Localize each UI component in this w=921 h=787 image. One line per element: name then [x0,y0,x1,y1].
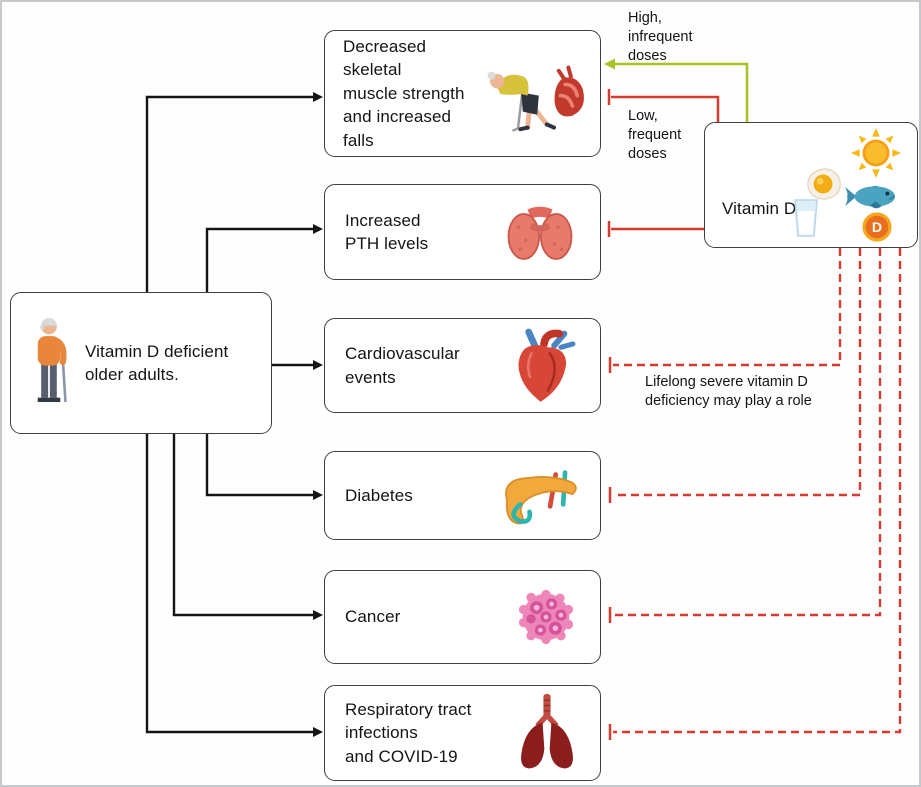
pill-letter: D [872,219,882,235]
source-box-vitamin-d-deficient-adults: Vitamin D deficient older adults. [10,292,272,434]
outcome-label: Cancer [345,607,401,627]
outcome-box-diabetes: Diabetes [324,451,601,540]
outcome-box-respiratory-infections-covid19: Respiratory tract infections and COVID-1… [324,685,601,781]
black-connectors [145,95,313,734]
lifelong-deficiency-note: Lifelong severe vitamin D deficiency may… [645,374,812,410]
vitamin-d-box: Vitamin D [704,122,918,248]
fish-icon [843,181,897,217]
red-dashed-inhibitors [613,248,902,734]
heart-icon [510,326,578,406]
sun-icon [851,128,901,183]
black-arrowheads [313,92,323,737]
source-label: Vitamin D deficient older adults. [85,341,229,384]
pancreas-icon [494,463,580,529]
red-solid-inhibitors [607,89,720,237]
low-frequent-doses-label: Low, frequent doses [628,108,682,163]
outcome-box-cardiovascular-events: Cardiovascular events [324,318,601,413]
outcome-box-cancer: Cancer [324,570,601,664]
outcome-label: Decreased skeletal muscle strength and i… [343,36,465,150]
milk-glass-icon [793,199,819,242]
outcome-label: Cardiovascular events [345,344,460,387]
egg-icon [805,167,843,206]
outcome-box-decreased-skeletal-muscle-strength: Decreased skeletal muscle strength and i… [324,30,601,157]
elderly-man-icon [23,311,75,415]
green-high-dose-arrow [604,58,749,122]
lungs-icon [516,691,578,775]
outcome-label: Diabetes [345,485,413,505]
vitamin-d-label: Vitamin D [722,199,797,218]
cancer-cell-icon [518,589,574,645]
falling-person-muscle-icon [486,48,590,140]
outcome-label: Respiratory tract infections and COVID-1… [345,699,472,766]
high-infrequent-doses-label: High, infrequent doses [628,10,693,65]
outcome-box-increased-pth-levels: Increased PTH levels [324,184,601,280]
thyroid-icon [504,202,576,262]
outcome-label: Increased PTH levels [345,210,429,253]
vitamin-pill-icon: D [861,211,893,248]
